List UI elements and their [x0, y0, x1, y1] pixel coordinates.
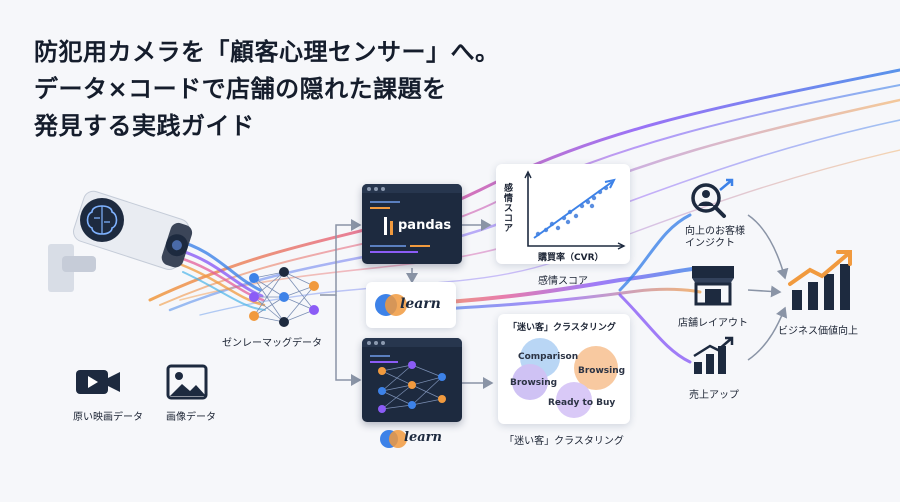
network-graphic [370, 355, 446, 413]
output-ribbons [398, 213, 702, 364]
cluster-comparison: Comparison [518, 352, 579, 362]
chart-ylabel: 感情スコア [504, 184, 514, 234]
learn-label-bottom: learn [404, 430, 442, 445]
connector-arrows [320, 214, 789, 389]
network-data-label: ゼンレーマッグデータ [222, 338, 322, 349]
page-title: 防犯用カメラを「顧客心理センサー」へ。 データ×コードで店舗の隠れた課題を 発見… [34, 34, 500, 145]
sklearn-logo-icon [375, 294, 407, 316]
image-icon [166, 364, 208, 400]
business-growth-icon [788, 250, 852, 310]
video-data-label: 原い映画データ [73, 412, 143, 423]
sales-growth-icon [693, 336, 734, 374]
customer-insight-icon [691, 178, 734, 218]
title-line-2: データ×コードで店舗の隠れた課題を [34, 75, 447, 103]
cluster-title: 「迷い客」クラスタリング [508, 323, 616, 333]
sklearn-card: learn [366, 282, 456, 328]
image-data-label: 画像データ [166, 412, 216, 423]
learn-label: learn [400, 296, 441, 312]
cluster-ready-to-buy: Ready to Buy [548, 398, 616, 408]
storefront-icon [692, 266, 734, 306]
chart-xlabel: 購買率（CVR） [538, 253, 604, 263]
pandas-label: pandas [398, 218, 452, 233]
cluster-bubbles [512, 338, 618, 418]
title-line-1: 防犯用カメラを「顧客心理センサー」へ。 [34, 38, 500, 66]
chart-caption: 感情スコア [538, 276, 588, 287]
neural-network-icon [249, 267, 319, 327]
cluster-card: 「迷い客」クラスタリング Comparison Browsing Browsin… [498, 314, 630, 424]
cluster-browsing-right: Browsing [578, 366, 626, 376]
pandas-code-window: pandas [362, 184, 462, 264]
security-camera-icon [48, 190, 193, 292]
code-lines [370, 201, 430, 253]
neural-code-window [362, 338, 462, 422]
insight-label: 向上のお客様 インジクト [685, 226, 745, 249]
layout-label: 店舗レイアウト [678, 318, 748, 329]
scatter-plot [524, 170, 626, 250]
business-label: ビジネス価値向上 [778, 326, 858, 337]
emotion-scatter-card: 感情スコア 購買率（CVR） [496, 164, 630, 264]
video-camera-icon [76, 370, 120, 394]
sales-label: 売上アップ [689, 390, 739, 401]
sklearn-logo-bottom-icon [380, 430, 407, 448]
cluster-caption: 「迷い客」クラスタリング [504, 436, 624, 447]
title-line-3: 発見する実践ガイド [34, 112, 255, 140]
cluster-browsing-left: Browsing [510, 378, 558, 388]
